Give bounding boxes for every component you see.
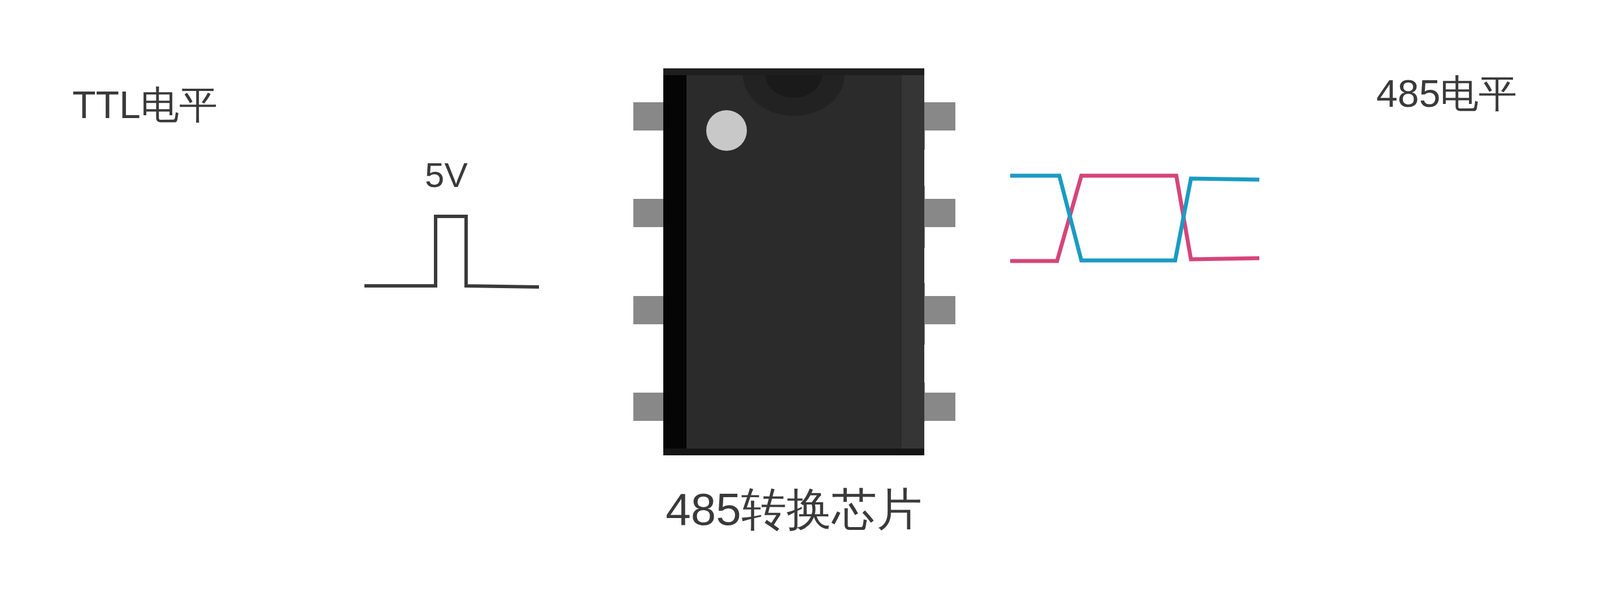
ttl-pulse: [364, 216, 539, 288]
chip-caption: 485转换芯片: [610, 484, 978, 535]
level-label: 485电平: [1376, 72, 1517, 115]
voltage-label: 5V: [424, 155, 468, 195]
signal-b: [1010, 175, 1260, 261]
chip: 485转换芯片: [610, 62, 978, 549]
signal-a: [1010, 175, 1260, 262]
chip-body: [663, 68, 925, 456]
level-label: TTL电平: [72, 83, 218, 126]
